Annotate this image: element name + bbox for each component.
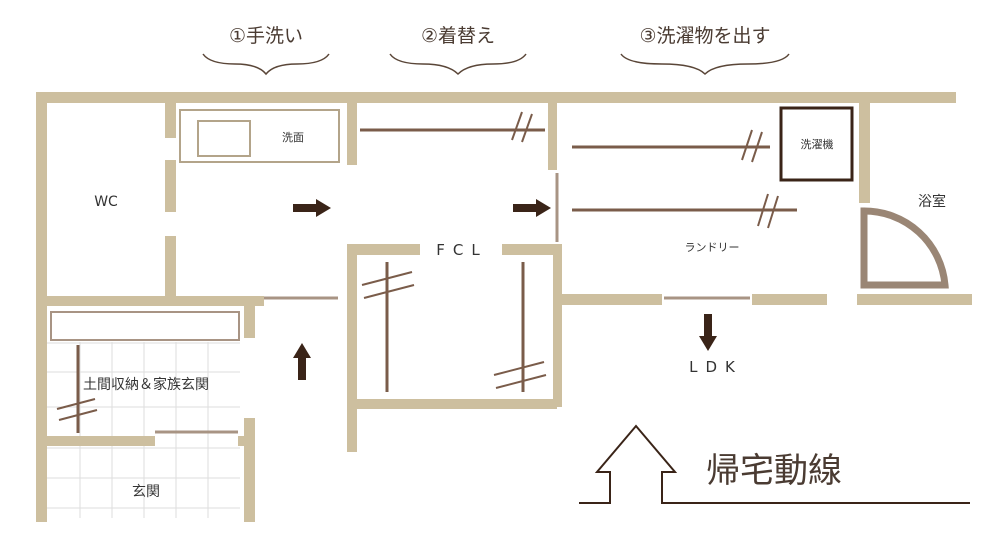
room-ldk: LDK bbox=[689, 358, 743, 376]
sink-basin bbox=[197, 120, 251, 157]
room-washer: 洗濯機 bbox=[801, 137, 834, 151]
arrow-right-icon bbox=[513, 199, 551, 217]
house-icon bbox=[579, 424, 970, 504]
step-brackets bbox=[202, 53, 790, 76]
doors bbox=[155, 173, 750, 434]
room-laundry: ランドリー bbox=[685, 241, 740, 254]
step-3-label: ③洗濯物を出す bbox=[639, 25, 770, 47]
room-fcl: FCL bbox=[436, 241, 487, 259]
room-bath: 浴室 bbox=[918, 193, 946, 210]
washer-box bbox=[779, 106, 854, 182]
room-entrance: 玄関 bbox=[132, 483, 160, 500]
bath-door-icon bbox=[860, 207, 949, 289]
walls bbox=[36, 92, 972, 522]
flow-arrows bbox=[293, 199, 717, 380]
room-storage: 土間収納＆家族玄関 bbox=[83, 376, 209, 393]
sink-counter bbox=[179, 109, 340, 163]
room-wc: WC bbox=[94, 194, 118, 210]
arrow-up-icon bbox=[293, 343, 311, 380]
hatch-marks bbox=[56, 111, 779, 421]
diagram-title: 帰宅動線 bbox=[706, 451, 842, 491]
shelves bbox=[76, 128, 797, 433]
storage-shelf bbox=[50, 311, 240, 341]
step-1-label: ①手洗い bbox=[229, 25, 303, 47]
arrow-right-icon bbox=[293, 199, 331, 217]
room-sink: 洗面 bbox=[282, 131, 304, 144]
arrow-down-icon bbox=[699, 314, 717, 351]
step-2-label: ②着替え bbox=[421, 25, 495, 47]
